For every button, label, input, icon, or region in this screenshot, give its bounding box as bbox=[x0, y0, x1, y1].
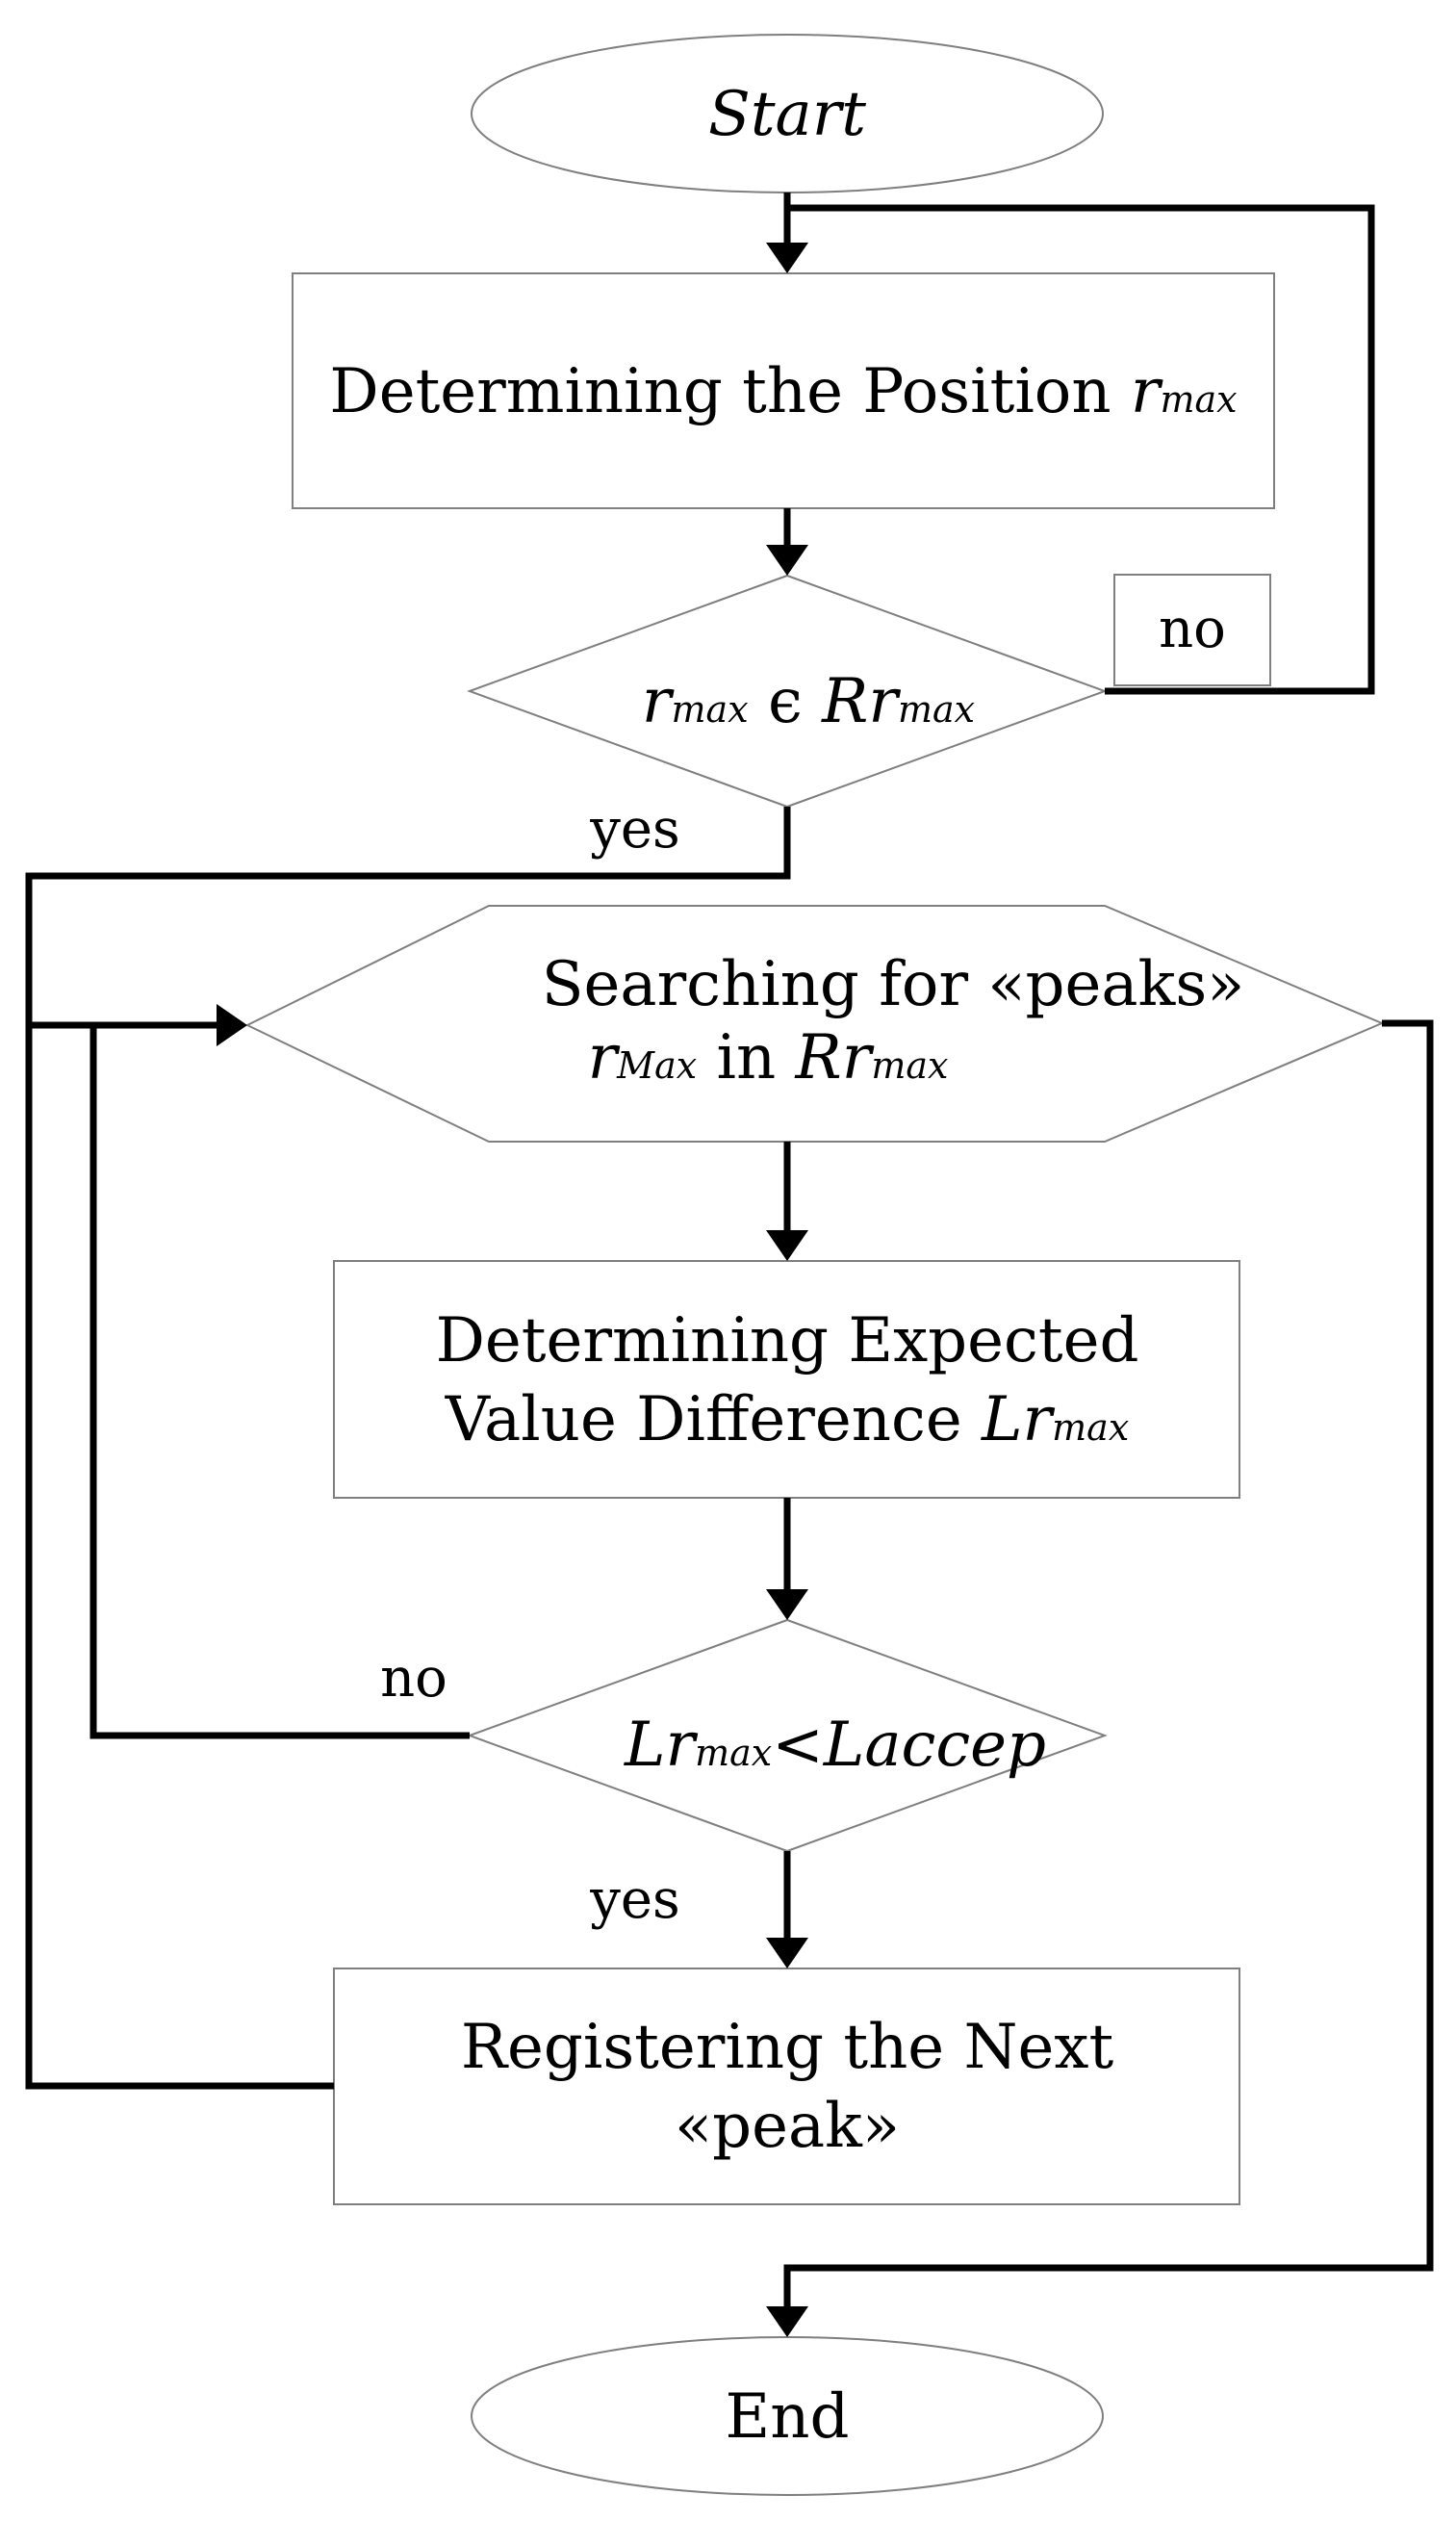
arrowhead-compare bbox=[766, 1589, 808, 1620]
register-peak-line1: Registering the Next bbox=[461, 2012, 1114, 2083]
determine-position-box bbox=[292, 272, 1275, 509]
expected-value-line1: Determining Expected bbox=[436, 1305, 1139, 1376]
arrowhead-search bbox=[217, 1004, 247, 1046]
connector-register-loop bbox=[25, 1025, 334, 2090]
arrowhead-check bbox=[766, 545, 808, 576]
arrowhead-end bbox=[766, 2306, 808, 2337]
edge-label-yes-bottom: yes bbox=[589, 1868, 680, 1931]
register-peak-box bbox=[333, 1968, 1240, 2205]
arrowhead-register bbox=[766, 1938, 808, 1968]
range-check-label: rmax є Rrmax bbox=[642, 666, 975, 737]
start-label: Start bbox=[708, 79, 866, 150]
edge-label-no-top: no bbox=[1159, 598, 1226, 660]
end-label: End bbox=[726, 2381, 850, 2453]
edge-label-no-bottom: no bbox=[380, 1647, 447, 1710]
arrowhead-expected bbox=[766, 1230, 808, 1261]
register-peak-line2: «peak» bbox=[675, 2091, 900, 2162]
compare-label: Lrmax<Laccep bbox=[624, 1710, 1046, 1781]
connector-search-exit-to-end bbox=[783, 1019, 1434, 2314]
no-label-box bbox=[1113, 574, 1271, 686]
expected-value-line2: Value Difference Lrmax bbox=[445, 1384, 1130, 1455]
connector-no-loop-bottom bbox=[89, 1025, 470, 1739]
search-peaks-line1: Searching for «peaks» bbox=[542, 949, 1245, 1020]
edge-label-yes-top: yes bbox=[589, 798, 680, 861]
compare-diamond bbox=[467, 1618, 1108, 1853]
expected-value-box bbox=[333, 1260, 1240, 1499]
search-peaks-line2: rMax in Rrmax bbox=[588, 1022, 949, 1093]
connector-no-loop-top bbox=[787, 204, 1375, 695]
arrowhead-position bbox=[766, 243, 808, 273]
determine-position-label: Determining the Position rmax bbox=[329, 356, 1237, 427]
